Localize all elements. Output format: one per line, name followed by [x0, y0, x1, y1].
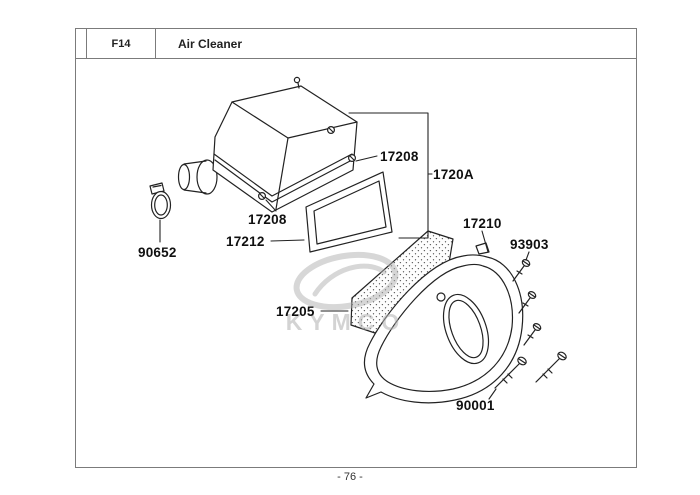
diagram-frame: F14 Air Cleaner [75, 28, 637, 468]
bolt-icon [535, 351, 567, 383]
section-code-box: F14 [86, 29, 156, 58]
screw-icon [518, 291, 537, 314]
screw-icon [523, 323, 542, 346]
part-label-93903: 93903 [510, 237, 549, 252]
part-label-90001: 90001 [456, 398, 495, 413]
watermark-logo-icon [293, 251, 399, 311]
leader-lines [159, 112, 530, 400]
part-label-1720A: 1720A [433, 167, 474, 182]
page-number: - 76 - [337, 471, 363, 483]
section-code: F14 [111, 37, 131, 50]
air-filter-element [305, 171, 393, 253]
part-label-17208-left: 17208 [248, 212, 287, 227]
screws-93903 [512, 259, 542, 346]
air-cleaner-cover [363, 242, 524, 404]
bolt-icon [494, 356, 527, 389]
part-label-90652: 90652 [138, 245, 177, 260]
header-bar: F14 Air Cleaner [76, 29, 636, 59]
part-label-17208-top: 17208 [380, 149, 419, 164]
bolts-90001 [494, 351, 567, 389]
part-label-17205: 17205 [276, 304, 315, 319]
screw-icon [512, 259, 531, 282]
air-cleaner-case [177, 76, 358, 213]
intake-tube-icon [177, 163, 191, 191]
hose-clamp [149, 182, 172, 220]
page-title: Air Cleaner [178, 36, 243, 51]
part-label-17212: 17212 [226, 234, 265, 249]
watermark-text: KYMCO [286, 309, 407, 335]
part-label-17210: 17210 [463, 216, 502, 231]
